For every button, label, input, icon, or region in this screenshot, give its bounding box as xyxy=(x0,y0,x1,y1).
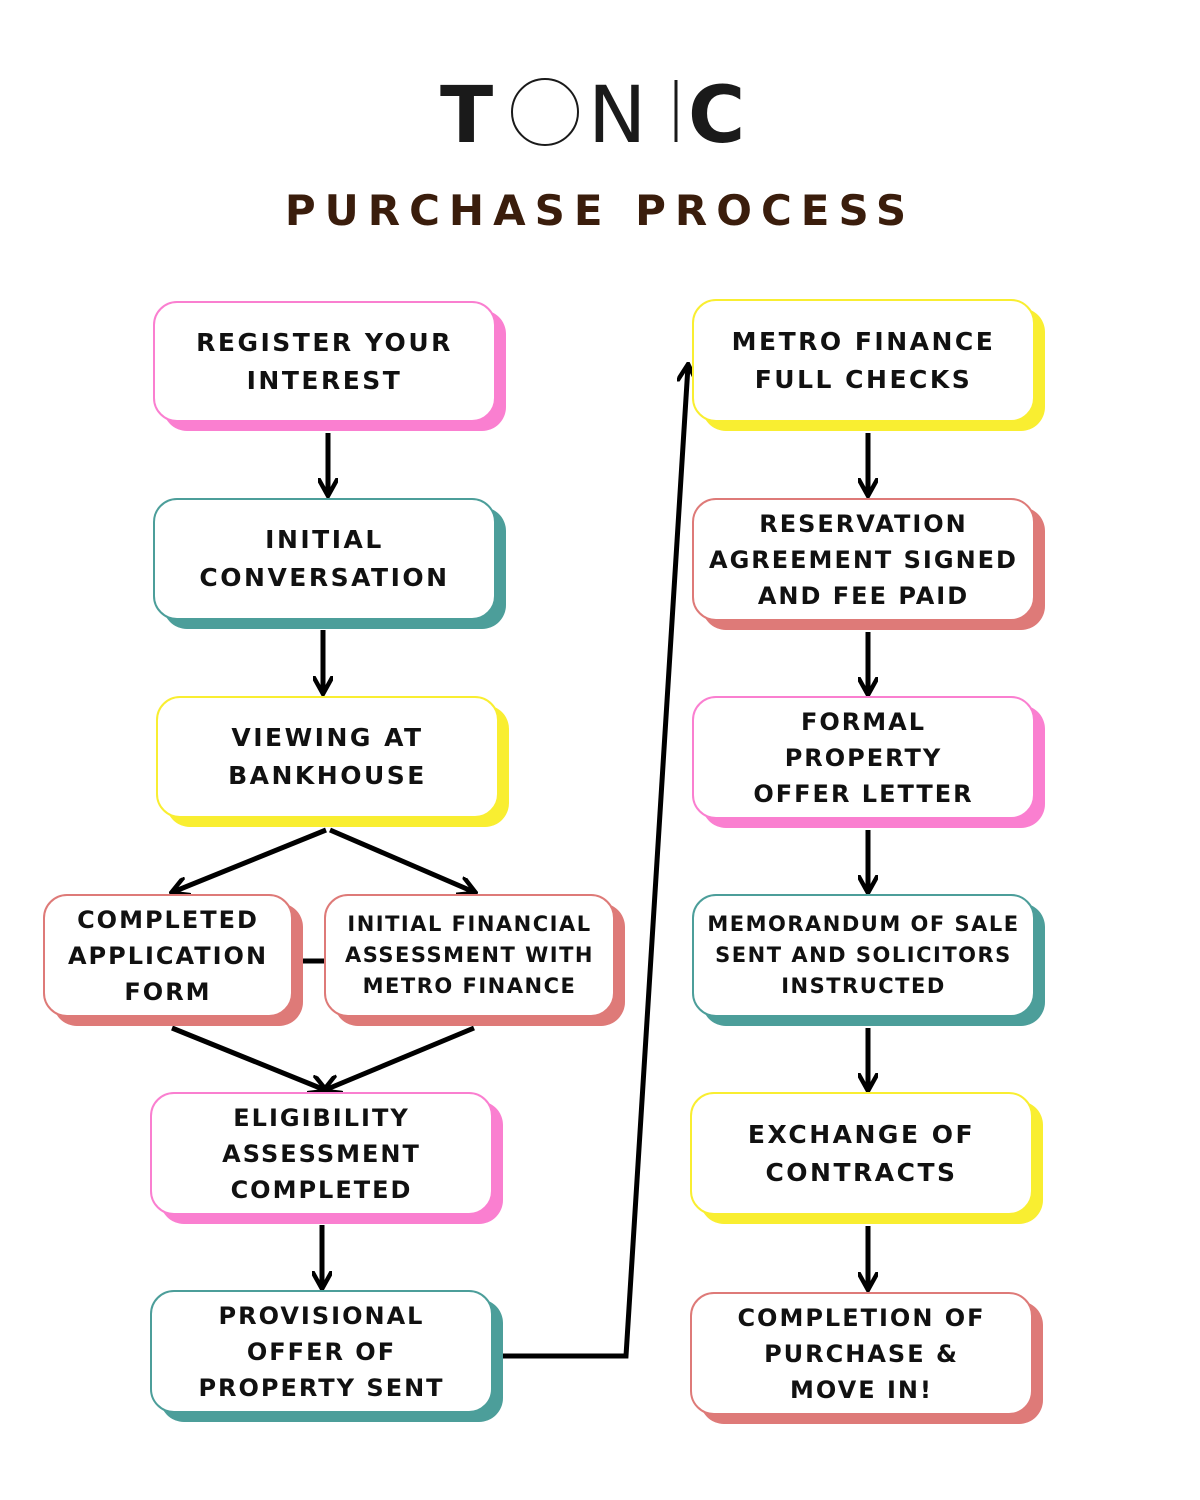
step-label: FORMAL PROPERTY OFFER LETTER xyxy=(753,707,974,808)
step-label: PROVISIONAL OFFER OF PROPERTY SENT xyxy=(198,1301,445,1402)
step-label: COMPLETION OF PURCHASE & MOVE IN! xyxy=(737,1303,986,1404)
step-label: EXCHANGE OF CONTRACTS xyxy=(747,1119,976,1187)
logo-letter-c: C xyxy=(688,74,745,154)
step-label: RESERVATION AGREEMENT SIGNED AND FEE PAI… xyxy=(709,509,1018,610)
step-label: METRO FINANCE FULL CHECKS xyxy=(731,326,996,394)
step-label: VIEWING AT BANKHOUSE xyxy=(228,723,427,790)
step-label: ELIGIBILITY ASSESSMENT COMPLETED xyxy=(222,1103,421,1204)
step-completion-of-purchase: COMPLETION OF PURCHASE & MOVE IN! xyxy=(690,1292,1033,1415)
step-label: INITIAL CONVERSATION xyxy=(199,525,450,592)
step-memorandum-of-sale: MEMORANDUM OF SALE SENT AND SOLICITORS I… xyxy=(692,894,1035,1017)
step-label: REGISTER YOUR INTEREST xyxy=(196,327,453,395)
step-provisional-offer: PROVISIONAL OFFER OF PROPERTY SENT xyxy=(150,1290,493,1413)
step-viewing-bankhouse: VIEWING AT BANKHOUSE xyxy=(156,696,499,818)
step-initial-financial-assessment: INITIAL FINANCIAL ASSESSMENT WITH METRO … xyxy=(324,894,615,1017)
logo-letter-n: N xyxy=(588,74,646,154)
step-register-interest: REGISTER YOUR INTEREST xyxy=(153,301,496,422)
tonic-logo: T N C xyxy=(440,74,745,154)
step-reservation-agreement: RESERVATION AGREEMENT SIGNED AND FEE PAI… xyxy=(692,498,1035,621)
arrow-viewing-to-financial xyxy=(329,827,474,892)
step-label: INITIAL FINANCIAL ASSESSMENT WITH METRO … xyxy=(344,912,595,998)
step-exchange-of-contracts: EXCHANGE OF CONTRACTS xyxy=(690,1092,1033,1215)
step-completed-application: COMPLETED APPLICATION FORM xyxy=(43,894,293,1017)
logo-letter-t: T xyxy=(440,74,493,154)
logo-circle-o xyxy=(511,78,579,146)
step-label: COMPLETED APPLICATION FORM xyxy=(67,905,269,1006)
page-title: PURCHASE PROCESS xyxy=(284,186,916,235)
step-eligibility-assessment: ELIGIBILITY ASSESSMENT COMPLETED xyxy=(150,1092,493,1215)
arrow-application-to-eligibility xyxy=(171,1025,325,1090)
step-initial-conversation: INITIAL CONVERSATION xyxy=(153,498,496,620)
arrow-provisional-to-metro-checks xyxy=(503,366,688,1359)
step-formal-offer-letter: FORMAL PROPERTY OFFER LETTER xyxy=(692,696,1035,819)
step-metro-finance-checks: METRO FINANCE FULL CHECKS xyxy=(692,299,1035,422)
arrow-financial-to-eligibility xyxy=(325,1025,475,1090)
step-label: MEMORANDUM OF SALE SENT AND SOLICITORS I… xyxy=(707,912,1020,998)
arrow-viewing-to-application xyxy=(173,827,327,892)
